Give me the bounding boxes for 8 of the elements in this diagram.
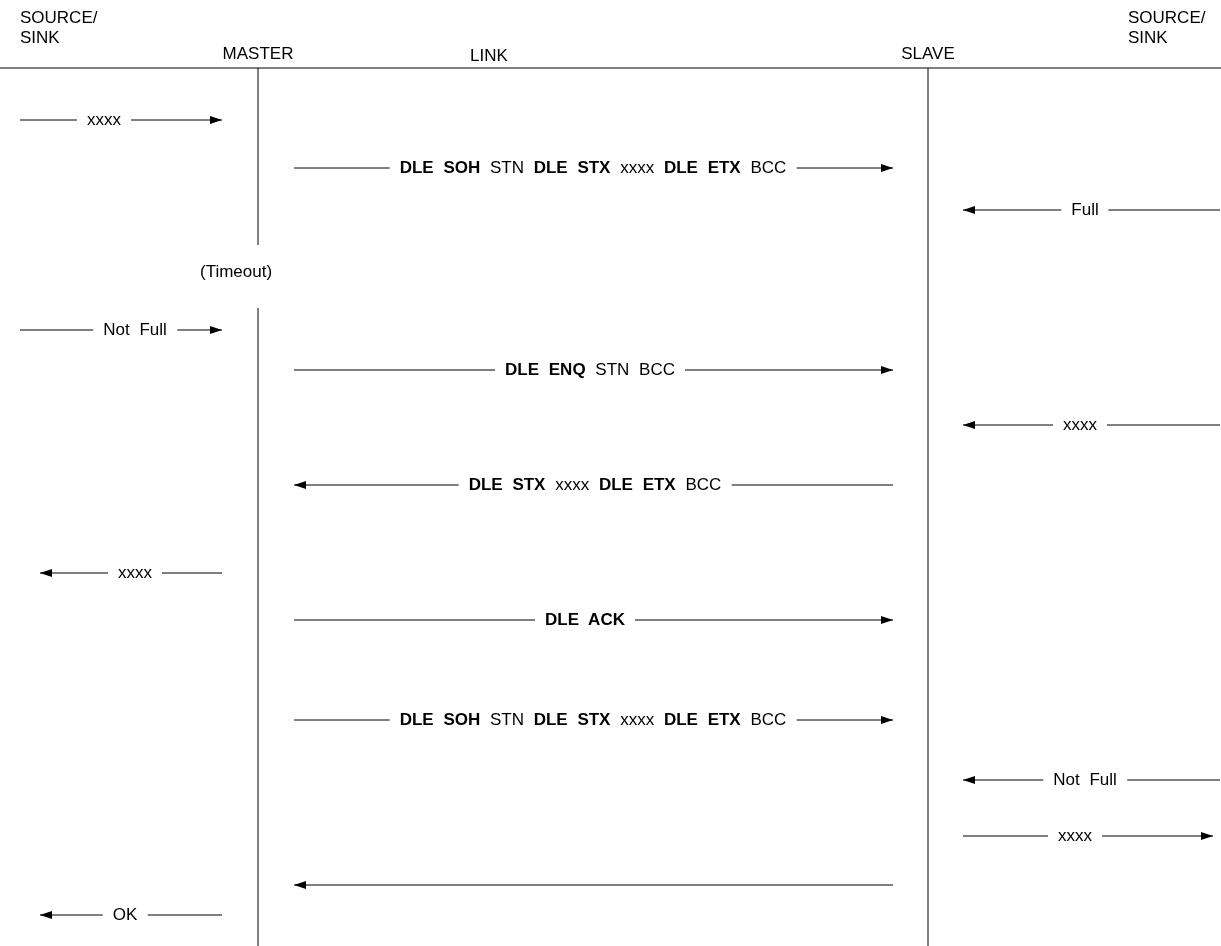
- column-header: SOURCE/ SINK: [1128, 8, 1207, 48]
- arrow: [293, 881, 894, 889]
- note-text: (Timeout): [200, 262, 274, 282]
- participant-header: SLAVE: [900, 44, 956, 64]
- edge-label: DLE ENQ STN BCC: [495, 360, 685, 380]
- column-header: LINK: [470, 46, 509, 66]
- column-header: SOURCE/ SINK: [20, 8, 99, 48]
- participant-header: MASTER: [222, 44, 294, 64]
